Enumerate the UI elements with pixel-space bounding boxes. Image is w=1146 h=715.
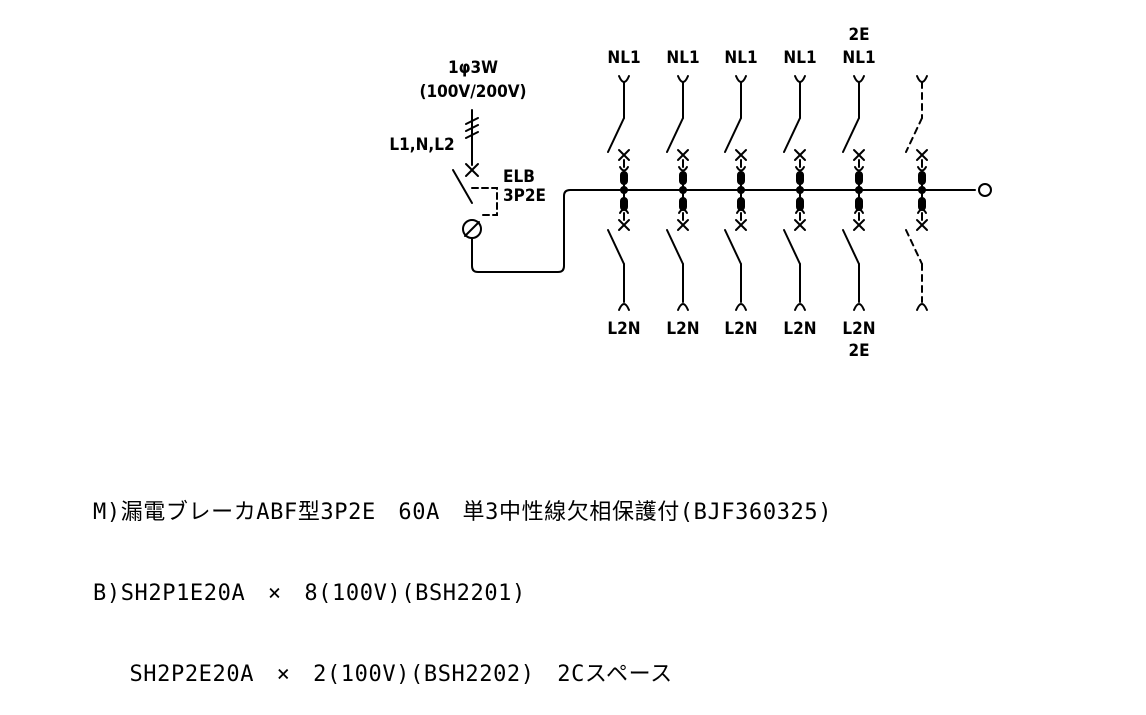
spec-line-branch-2e: SH2P2E20A × 2(100V)(BSH2202) 2Cスペース bbox=[93, 662, 673, 687]
main-breaker-type: 3P2E bbox=[503, 186, 546, 206]
branch-bottom-label: L2N bbox=[666, 319, 699, 339]
branch-top-label: NL1 bbox=[607, 48, 640, 68]
spec-line-main-breaker: M)漏電ブレーカABF型3P2E 60A 単3中性線欠相保護付(BJF36032… bbox=[93, 500, 833, 525]
supply-voltage-label: (100V/200V) bbox=[419, 82, 526, 102]
supply-feed-line bbox=[465, 109, 479, 177]
branch-top-label: NL1 bbox=[666, 48, 699, 68]
branch-top-label: NL1 bbox=[783, 48, 816, 68]
spec-line-branch-1e: B)SH2P1E20A × 8(100V)(BSH2201) bbox=[93, 581, 526, 606]
supply-phase-label: 1φ3W bbox=[448, 58, 498, 78]
branch-bottom-label: L2N bbox=[724, 319, 757, 339]
branch-top-label: NL1 bbox=[724, 48, 757, 68]
branch-bottom-label: L2N bbox=[607, 319, 640, 339]
specification-notes: M)漏電ブレーカABF型3P2E 60A 単3中性線欠相保護付(BJF36032… bbox=[93, 445, 1133, 715]
branch-top-extra-label: 2E bbox=[848, 25, 869, 45]
main-breaker-symbol bbox=[452, 169, 992, 273]
wiring-diagram: 1φ3W (100V/200V) L1,N,L2 ELB 3P2E NL1L2N… bbox=[389, 25, 992, 361]
branch-spare-space bbox=[905, 75, 928, 311]
branch-bottom-label: L2N bbox=[783, 319, 816, 339]
branch-top-label: NL1 bbox=[842, 48, 875, 68]
branch-bottom-extra-label: 2E bbox=[848, 341, 869, 361]
branch-bottom-label: L2N bbox=[842, 319, 875, 339]
main-breaker-name: ELB bbox=[503, 167, 535, 187]
supply-lines-label: L1,N,L2 bbox=[389, 135, 454, 155]
